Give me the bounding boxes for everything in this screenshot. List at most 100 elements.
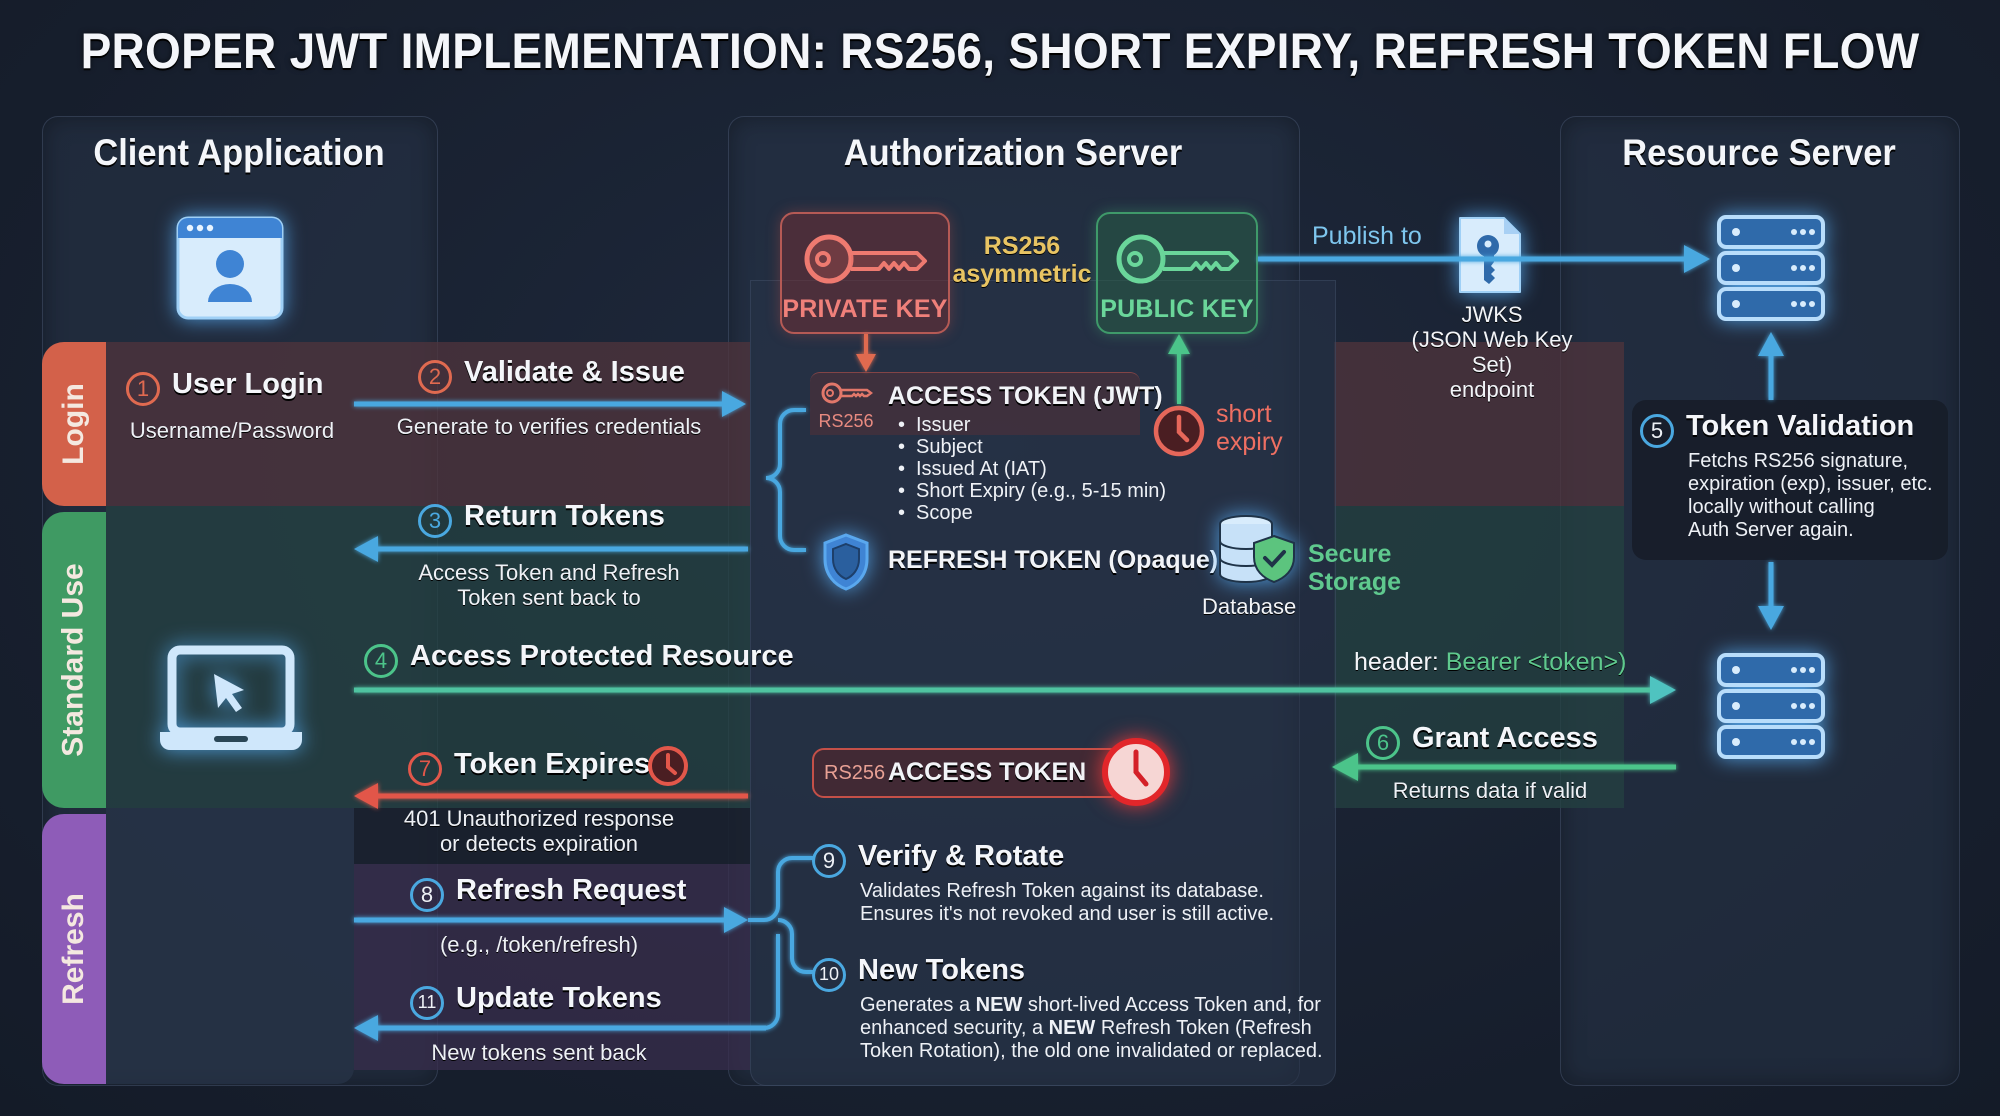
token-expires-clock-icon	[646, 744, 690, 793]
resource-server-stack-icon-bottom	[1716, 652, 1826, 763]
bearer-header-value: Bearer <token>)	[1445, 648, 1627, 676]
lane-tab-standard-use: Standard Use	[42, 512, 106, 808]
resource-server-stack-icon-top	[1716, 214, 1826, 325]
publish-to-label: Publish to	[1312, 222, 1422, 250]
access-token-title: ACCESS TOKEN (JWT)	[888, 382, 1163, 410]
step-2-badge: 2	[418, 359, 452, 394]
step-10-badge: 10	[812, 957, 846, 992]
step-10-desc-line-2: enhanced security, a NEW Refresh Token (…	[860, 1017, 1312, 1039]
step-7-title: Token Expires	[454, 748, 651, 780]
step-10-title: New Tokens	[858, 954, 1026, 986]
step-8-badge: 8	[410, 877, 444, 912]
step-9-title: Verify & Rotate	[858, 840, 1065, 872]
jwks-label: JWKS (JSON Web Key Set) endpoint	[1400, 302, 1584, 402]
expired-clock-icon	[1100, 736, 1172, 813]
step-3-badge: 3	[418, 503, 452, 538]
claim-item: Issuer	[898, 414, 1166, 436]
expired-access-token-pill	[812, 748, 1122, 798]
short-expiry-clock-icon	[1152, 404, 1206, 463]
claim-item: Short Expiry (e.g., 5-15 min)	[898, 480, 1166, 502]
algo-line-2: asymmetric	[952, 260, 1092, 288]
lane-label-standard-use: Standard Use	[57, 563, 91, 757]
step-2-title: Validate & Issue	[464, 356, 685, 388]
step-4-heading: 4 Access Protected Resource	[364, 640, 794, 678]
step-6-title: Grant Access	[1412, 722, 1598, 754]
step-9-heading: 9 Verify & Rotate	[812, 840, 1064, 878]
database-secure-icon	[1216, 514, 1300, 595]
lane-label-refresh: Refresh	[57, 893, 90, 1005]
access-token-badge: RS256	[816, 380, 876, 432]
step-5-desc-line-2: expiration (exp), issuer, etc.	[1688, 473, 1933, 495]
jwks-desc-line-1: (JSON Web Key	[1411, 327, 1573, 352]
step-9-desc: Validates Refresh Token against its data…	[860, 880, 1274, 926]
access-token-claims: Issuer Subject Issued At (IAT) Short Exp…	[898, 414, 1166, 524]
step-1-desc: Username/Password	[129, 418, 335, 443]
step-2-heading: 2 Validate & Issue	[418, 356, 685, 394]
step-3-title: Return Tokens	[464, 500, 665, 532]
step-8-title: Refresh Request	[456, 874, 687, 906]
resource-column-title: Resource Server	[1622, 132, 1896, 173]
step-7-badge: 7	[408, 751, 442, 786]
expired-token-label: ACCESS TOKEN	[888, 758, 1087, 786]
private-key-icon	[804, 234, 927, 284]
lane-tab-login: Login	[42, 342, 106, 506]
step-3-desc-line-1: Access Token and Refresh	[418, 560, 680, 585]
step-10-desc-line-1: Generates a NEW short-lived Access Token…	[860, 994, 1321, 1016]
step-4-title: Access Protected Resource	[410, 640, 794, 672]
lane-label-login: Login	[57, 383, 91, 465]
private-key-label: PRIVATE KEY	[782, 295, 948, 323]
step-6-badge: 6	[1366, 725, 1400, 760]
expire-band	[354, 808, 750, 864]
step-3-heading: 3 Return Tokens	[418, 500, 665, 538]
new-emphasis: NEW	[975, 994, 1023, 1016]
auth-column-title: Authorization Server	[843, 132, 1183, 173]
jwks-document-key-icon	[1456, 214, 1524, 301]
step-6-heading: 6 Grant Access	[1366, 722, 1598, 760]
jwks-desc-line-2: Set)	[1471, 352, 1513, 377]
step-2-desc: Generate to verifies credentials	[396, 414, 702, 439]
secure-storage-line-2: Storage	[1308, 568, 1402, 596]
step-11-title: Update Tokens	[456, 982, 662, 1014]
step-7-heading: 7 Token Expires	[408, 748, 650, 786]
step-5-desc: Fetchs RS256 signature, expiration (exp)…	[1688, 450, 1933, 542]
public-key-label: PUBLIC KEY	[1100, 295, 1254, 323]
step-10-desc-line-3: Token Rotation), the old one invalidated…	[860, 1040, 1323, 1062]
claim-item: Scope	[898, 502, 1166, 524]
bearer-header-prefix: header:	[1354, 648, 1439, 676]
bearer-header-label: header: Bearer <token>)	[1354, 648, 1626, 677]
secure-storage-label: Secure Storage	[1308, 540, 1401, 596]
step-11-badge: 11	[410, 985, 444, 1020]
rs256-asymmetric-label: RS256 asymmetric	[950, 232, 1094, 288]
step-3-desc: Access Token and Refresh Token sent back…	[354, 560, 744, 610]
step-5-desc-line-3: locally without calling	[1688, 496, 1875, 518]
step-4-badge: 4	[364, 643, 398, 678]
private-key-box: PRIVATE KEY	[780, 212, 950, 334]
token-validation-card	[1632, 400, 1948, 560]
client-refresh-panel	[106, 808, 354, 1084]
step-9-badge: 9	[812, 843, 846, 878]
public-key-box: PUBLIC KEY	[1096, 212, 1258, 334]
step-6-desc: Returns data if valid	[1392, 778, 1588, 803]
step-8-desc: (e.g., /token/refresh)	[439, 932, 639, 957]
expired-token-badge: RS256	[824, 762, 886, 784]
step-3-desc-line-2: Token sent back to	[457, 585, 641, 610]
claim-item: Subject	[898, 436, 1166, 458]
short-expiry-label: short expiry	[1216, 400, 1283, 456]
step-5-desc-line-4: Auth Server again.	[1688, 519, 1854, 541]
lane-tab-refresh: Refresh	[42, 814, 106, 1084]
step-8-heading: 8 Refresh Request	[410, 874, 686, 912]
step-1-title: User Login	[172, 368, 324, 400]
step-10-desc: Generates a NEW short-lived Access Token…	[860, 994, 1323, 1063]
database-label: Database	[1202, 594, 1297, 619]
client-app-window-icon	[176, 216, 284, 325]
short-expiry-line-1: short	[1216, 400, 1272, 428]
step-11-heading: 11 Update Tokens	[410, 982, 662, 1020]
step-7-desc: 401 Unauthorized response or detects exp…	[354, 806, 724, 856]
step-1-badge: 1	[126, 371, 160, 406]
algo-line-1: RS256	[983, 232, 1061, 260]
step-1-heading: 1 User Login	[126, 368, 323, 406]
step-9-desc-line-2: Ensures it's not revoked and user is sti…	[860, 903, 1275, 925]
refresh-token-title: REFRESH TOKEN (Opaque)	[888, 546, 1219, 574]
public-key-icon	[1116, 234, 1239, 284]
